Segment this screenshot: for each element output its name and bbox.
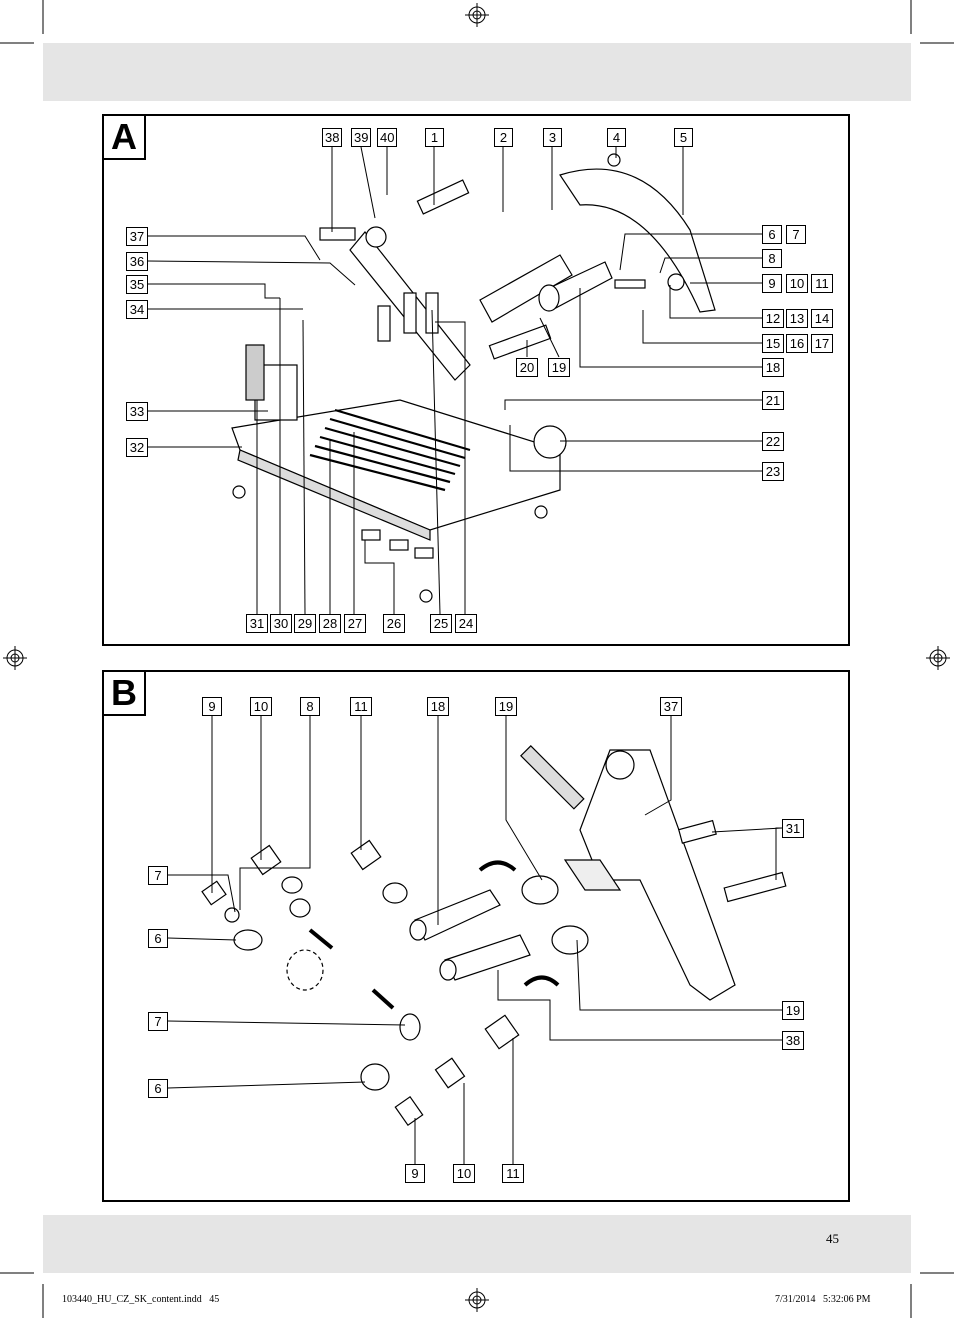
part-label-25: 25 xyxy=(430,614,452,633)
part-label-b-top-37: 37 xyxy=(660,697,682,716)
part-label-24: 24 xyxy=(455,614,477,633)
figure-b-panel xyxy=(102,670,850,1202)
part-label-7: 7 xyxy=(786,225,806,244)
part-label-b-bottom-10: 10 xyxy=(453,1164,475,1183)
part-label-2: 2 xyxy=(494,128,513,147)
page-number: 45 xyxy=(826,1231,839,1246)
part-label-1: 1 xyxy=(425,128,444,147)
part-label-b-bottom-9: 9 xyxy=(405,1164,425,1183)
part-label-b-top-18: 18 xyxy=(427,697,449,716)
part-label-9: 9 xyxy=(762,274,782,293)
part-label-30: 30 xyxy=(270,614,292,633)
part-label-b-left-7b: 7 xyxy=(148,1012,168,1031)
part-label-10: 10 xyxy=(786,274,808,293)
part-label-36: 36 xyxy=(126,252,148,271)
part-label-34: 34 xyxy=(126,300,148,319)
part-label-11: 11 xyxy=(811,274,833,293)
part-label-17: 17 xyxy=(811,334,833,353)
footer-timestamp: 7/31/2014 5:32:06 PM xyxy=(775,1294,871,1305)
part-label-b-top-10: 10 xyxy=(250,697,272,716)
part-label-16: 16 xyxy=(786,334,808,353)
part-label-b-left-6b: 6 xyxy=(148,1079,168,1098)
footer-band xyxy=(43,1215,911,1273)
part-label-b-top-11: 11 xyxy=(350,697,372,716)
part-label-35: 35 xyxy=(126,275,148,294)
registration-mark-top xyxy=(465,3,489,27)
part-label-28: 28 xyxy=(319,614,341,633)
part-label-32: 32 xyxy=(126,438,148,457)
part-label-18: 18 xyxy=(762,358,784,377)
part-label-21: 21 xyxy=(762,391,784,410)
part-label-6: 6 xyxy=(762,225,782,244)
part-label-26: 26 xyxy=(383,614,405,633)
part-label-19: 19 xyxy=(548,358,570,377)
part-label-b-left-7a: 7 xyxy=(148,866,168,885)
figure-a-tab: A xyxy=(102,114,146,160)
part-label-38: 38 xyxy=(322,128,342,147)
part-label-33: 33 xyxy=(126,402,148,421)
part-label-23: 23 xyxy=(762,462,784,481)
figure-b-tab: B xyxy=(102,670,146,716)
part-label-29: 29 xyxy=(294,614,316,633)
part-label-b-top-19: 19 xyxy=(495,697,517,716)
part-label-22: 22 xyxy=(762,432,784,451)
header-band xyxy=(43,43,911,101)
part-label-12: 12 xyxy=(762,309,784,328)
part-label-5: 5 xyxy=(674,128,693,147)
part-label-27: 27 xyxy=(344,614,366,633)
part-label-15: 15 xyxy=(762,334,784,353)
part-label-8: 8 xyxy=(762,249,782,268)
part-label-b-top-8: 8 xyxy=(300,697,320,716)
part-label-39: 39 xyxy=(351,128,371,147)
part-label-20: 20 xyxy=(516,358,538,377)
part-label-b-right-38: 38 xyxy=(782,1031,804,1050)
registration-mark-right xyxy=(926,646,950,670)
part-label-14: 14 xyxy=(811,309,833,328)
part-label-3: 3 xyxy=(543,128,562,147)
part-label-b-right-19: 19 xyxy=(782,1001,804,1020)
part-label-31: 31 xyxy=(246,614,268,633)
part-label-4: 4 xyxy=(607,128,626,147)
part-label-b-left-6a: 6 xyxy=(148,929,168,948)
part-label-37: 37 xyxy=(126,227,148,246)
part-label-13: 13 xyxy=(786,309,808,328)
part-label-b-bottom-11: 11 xyxy=(502,1164,524,1183)
registration-mark-left xyxy=(3,646,27,670)
part-label-b-top-9: 9 xyxy=(202,697,222,716)
part-label-40: 40 xyxy=(377,128,397,147)
figure-a-panel xyxy=(102,114,850,646)
registration-mark-bottom xyxy=(465,1288,489,1312)
part-label-b-right-31: 31 xyxy=(782,819,804,838)
footer-file-name: 103440_HU_CZ_SK_content.indd 45 xyxy=(62,1294,220,1305)
